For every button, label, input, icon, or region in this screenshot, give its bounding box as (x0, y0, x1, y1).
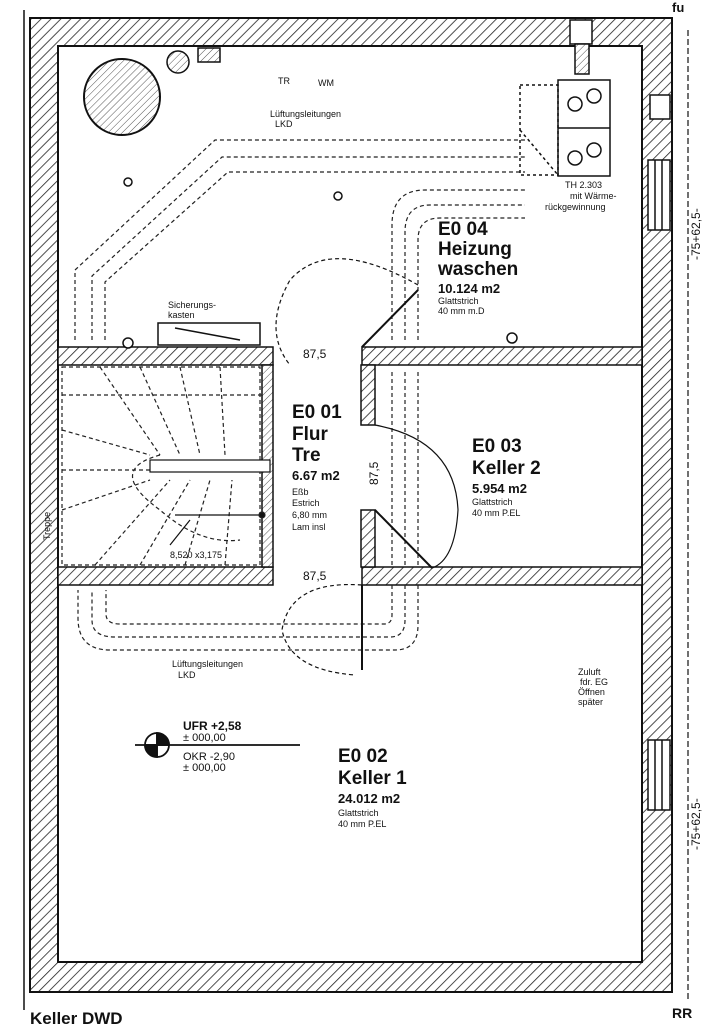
room-e003-name-1: Keller 2 (472, 458, 541, 479)
room-e001-detail-4: Lam insl (292, 522, 326, 532)
level-okrr: OKR -2,90 (183, 751, 235, 763)
staircase (61, 366, 271, 566)
tr-label: TR (278, 76, 290, 86)
stair-label: Treppe (42, 512, 52, 540)
lueftung-bottom-label-2: LKD (178, 670, 196, 680)
room-e002-detail-2: 40 mm P.EL (338, 819, 386, 829)
room-e004-name-1: Heizung (438, 239, 512, 260)
room-e004-detail-1: Glattstrich (438, 296, 479, 306)
corner-label-top: fu (672, 0, 684, 15)
outer-walls (29, 17, 673, 993)
room-e003-id: E0 03 (472, 436, 522, 457)
room-e004-area: 10.124 m2 (438, 281, 500, 296)
zuluft-label-1: Zuluft (578, 667, 601, 677)
th-label-3: rückgewinnung (545, 202, 606, 212)
room-e001-detail-3: 6,80 mm (292, 510, 327, 520)
labels: fu RR Keller DWD TR WM Lüftungsleitungen… (30, 0, 703, 1024)
dim-door-top: 87,5 (303, 347, 327, 361)
fixture-dots (122, 177, 518, 349)
room-e002-name-1: Keller 1 (338, 768, 407, 789)
door-swings (275, 258, 459, 676)
level-marker-symbol (135, 732, 300, 758)
level-ufr-value: ± 000,00 (183, 732, 226, 744)
room-e004-name-2: waschen (437, 259, 518, 280)
th-label-1: TH 2.303 (565, 180, 602, 190)
lueftung-top-label-1: Lüftungsleitungen (270, 109, 341, 119)
room-e003-area: 5.954 m2 (472, 481, 527, 496)
room-e001-name-1: Flur (292, 424, 328, 445)
stair-dims-label: 8,520 x3,175 (170, 550, 222, 560)
level-ufr: UFR +2,58 (183, 719, 242, 733)
th-label-2: mit Wärme- (570, 191, 617, 201)
zuluft-label-3: Öffnen (578, 687, 605, 697)
room-e001-name-2: Tre (292, 445, 321, 466)
room-e002-id: E0 02 (338, 746, 388, 767)
room-e001-detail-1: Eßb (292, 487, 309, 497)
zuluft-label-4: später (578, 697, 603, 707)
room-e003-detail-2: 40 mm P.EL (472, 508, 520, 518)
water-tank (83, 47, 221, 136)
lueftung-bottom-label-1: Lüftungsleitungen (172, 659, 243, 669)
wm-label: WM (318, 78, 334, 88)
zuluft-label-2: fdr. EG (580, 677, 608, 687)
interior-walls (57, 346, 643, 586)
ventilation-ducts (74, 139, 525, 651)
fuse-label-1: Sicherungs- (168, 300, 216, 310)
room-e004-detail-2: 40 mm m.D (438, 306, 485, 316)
dim-door-bottom: 87,5 (303, 569, 327, 583)
room-e004-id: E0 04 (438, 219, 488, 240)
dimension-chain-right (23, 10, 689, 1010)
room-e002-detail-1: Glattstrich (338, 808, 379, 818)
room-e001-id: E0 01 (292, 402, 342, 423)
room-e002-area: 24.012 m2 (338, 791, 400, 806)
dim-door-side: 87,5 (367, 461, 381, 485)
corner-label-bottom: RR (672, 1005, 692, 1021)
drawing-title: Keller DWD (30, 1009, 123, 1024)
lueftung-top-label-2: LKD (275, 119, 293, 129)
fuse-label-2: kasten (168, 310, 195, 320)
heating-unit (519, 43, 611, 177)
fuse-box (157, 322, 261, 346)
room-e003-detail-1: Glattstrich (472, 497, 513, 507)
room-e001-detail-2: Estrich (292, 498, 320, 508)
windows (569, 19, 671, 811)
dim-right-upper: -75+62,5- (689, 208, 703, 260)
dim-right-lower: -75+62,5- (689, 798, 703, 850)
room-e001-area: 6.67 m2 (292, 468, 340, 483)
level-okrr-value: ± 000,00 (183, 762, 226, 774)
